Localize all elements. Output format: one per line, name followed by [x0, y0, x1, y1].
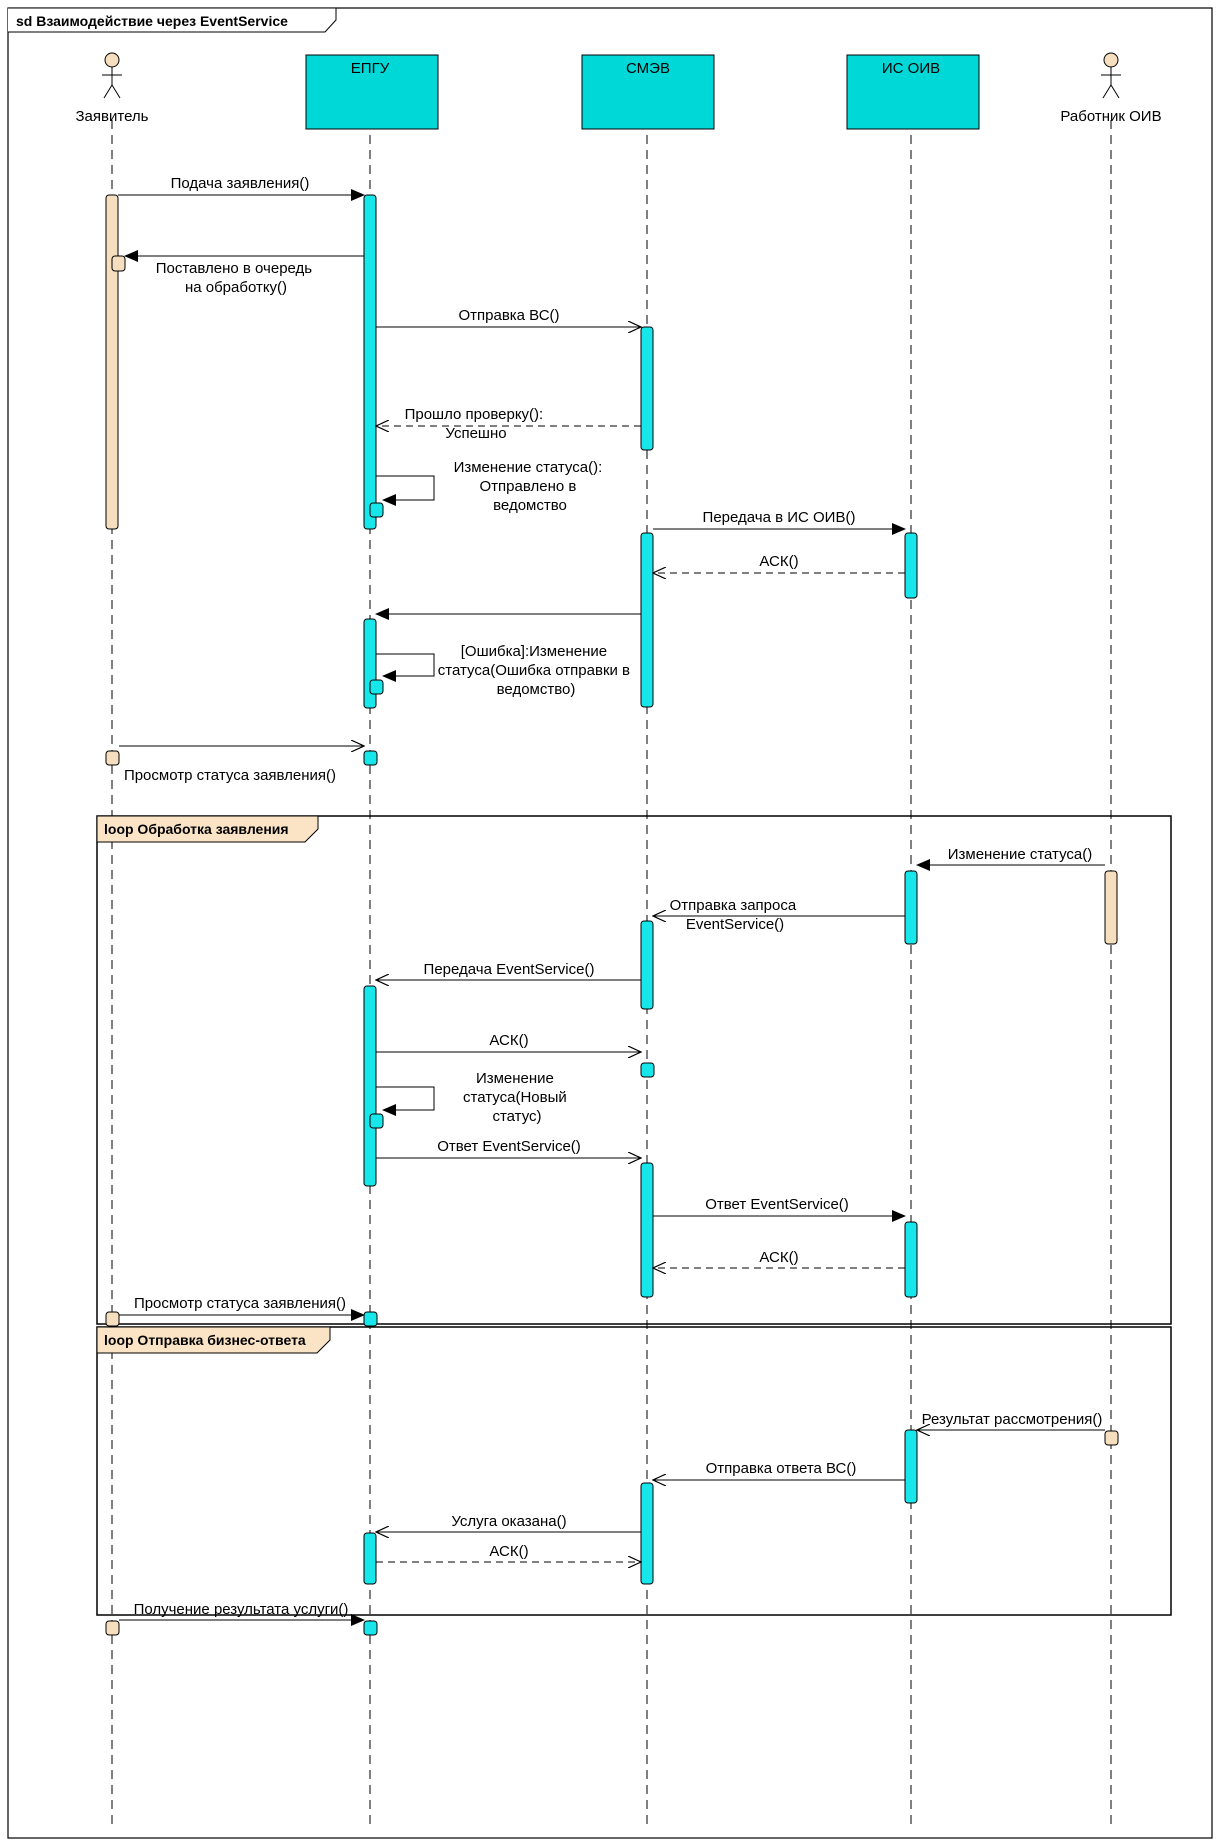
fragment-loop-processing-label: loop Обработка заявления [104, 821, 289, 837]
message-arrow [376, 1086, 435, 1116]
exec-worker-result [1104, 1430, 1119, 1446]
activation-smev-5 [640, 1482, 654, 1585]
lifeline-box-epgu: ЕПГУ [305, 54, 439, 130]
activation-smev-1 [640, 326, 654, 451]
message-label: Получение результата услуги() [134, 1601, 349, 1618]
activation-isoiv-3 [904, 1221, 918, 1298]
lifeline-box-smev-label: СМЭВ [626, 60, 670, 77]
lifeline-box-isoiv: ИС ОИВ [846, 54, 980, 130]
activation-epgu-2 [363, 618, 377, 709]
activation-applicant-1 [105, 194, 119, 530]
message-label: Изменение статуса(): Отправлено в ведомс… [454, 459, 607, 514]
message-label: Ответ EventService() [705, 1196, 849, 1213]
actor-applicant: Заявитель [76, 52, 149, 125]
actor-worker-label: Работник ОИВ [1060, 108, 1161, 125]
fragment-loop-business-response: loop Отправка бизнес-ответа [96, 1326, 1172, 1616]
exec-applicant-queued [111, 255, 126, 272]
activation-smev-2 [640, 532, 654, 708]
exec-epgu-status-error [369, 679, 384, 695]
message-label: Отправка ответа ВС() [706, 1460, 857, 1477]
message-arrow [376, 475, 435, 506]
messages: Подача заявления() Поставлено в очередь … [118, 175, 1105, 1626]
fragment-loop-processing: loop Обработка заявления [96, 815, 1172, 1325]
message-label: АСК() [759, 1249, 798, 1266]
message-label: Прошло проверку(): Успешно [405, 406, 548, 442]
exec-epgu-status-new [369, 1113, 384, 1129]
message-label: Просмотр статуса заявления() [134, 1295, 346, 1312]
lifelines [111, 120, 1112, 1830]
exec-applicant-result [105, 1620, 120, 1636]
activation-smev-4 [640, 1162, 654, 1298]
message-label: [Ошибка]:Изменение статуса(Ошибка отправ… [438, 643, 634, 698]
activation-worker-1 [1104, 870, 1118, 945]
fragment-loop-business-response-label: loop Отправка бизнес-ответа [104, 1332, 306, 1348]
activations [105, 194, 1118, 1585]
message-label: Изменение статуса(Новый статус) [463, 1070, 571, 1125]
diagram-title: sd Взаимодействие через EventService [16, 13, 288, 29]
message-label: Отправка запроса EventService() [670, 897, 801, 933]
lifeline-box-isoiv-label: ИС ОИВ [882, 60, 940, 77]
message-arrow [376, 653, 435, 682]
message-label: Передача в ИС ОИВ() [703, 509, 856, 526]
message-label: Подача заявления() [171, 175, 310, 192]
activation-isoiv-2 [904, 870, 918, 945]
actor-applicant-label: Заявитель [76, 108, 149, 125]
activation-isoiv-1 [904, 532, 918, 599]
message-label: Услуга оказана() [451, 1513, 566, 1530]
exec-epgu-result [363, 1620, 378, 1636]
exec-smev-ack [640, 1062, 655, 1078]
lifeline-box-smev: СМЭВ [581, 54, 715, 130]
message-label: Ответ EventService() [437, 1138, 581, 1155]
actor-worker: Работник ОИВ [1060, 52, 1162, 125]
diagram-frame [7, 7, 1213, 1839]
activation-epgu-3 [363, 985, 377, 1187]
execution-markers [105, 255, 1119, 1636]
message-label: Изменение статуса() [948, 846, 1093, 863]
activation-isoiv-4 [904, 1429, 918, 1504]
exec-epgu-status-sent [369, 502, 384, 518]
activation-smev-3 [640, 920, 654, 1010]
message-label: Поставлено в очередь на обработку() [156, 260, 317, 296]
message-label: Просмотр статуса заявления() [124, 767, 336, 784]
message-label: Результат рассмотрения() [922, 1411, 1103, 1428]
message-label: АСК() [489, 1032, 528, 1049]
activation-epgu-1 [363, 194, 377, 530]
activation-epgu-4 [363, 1532, 377, 1585]
exec-applicant-view-2 [105, 1311, 120, 1327]
exec-epgu-view-2 [363, 1311, 378, 1327]
exec-epgu-view-1 [363, 750, 378, 766]
diagram-title-tab [8, 7, 337, 33]
message-label: АСК() [759, 553, 798, 570]
message-label: Отправка ВС() [458, 307, 559, 324]
exec-applicant-view-1 [105, 750, 120, 766]
message-label: Передача EventService() [424, 961, 595, 978]
lifeline-box-epgu-label: ЕПГУ [351, 60, 390, 77]
message-label: АСК() [489, 1543, 528, 1560]
